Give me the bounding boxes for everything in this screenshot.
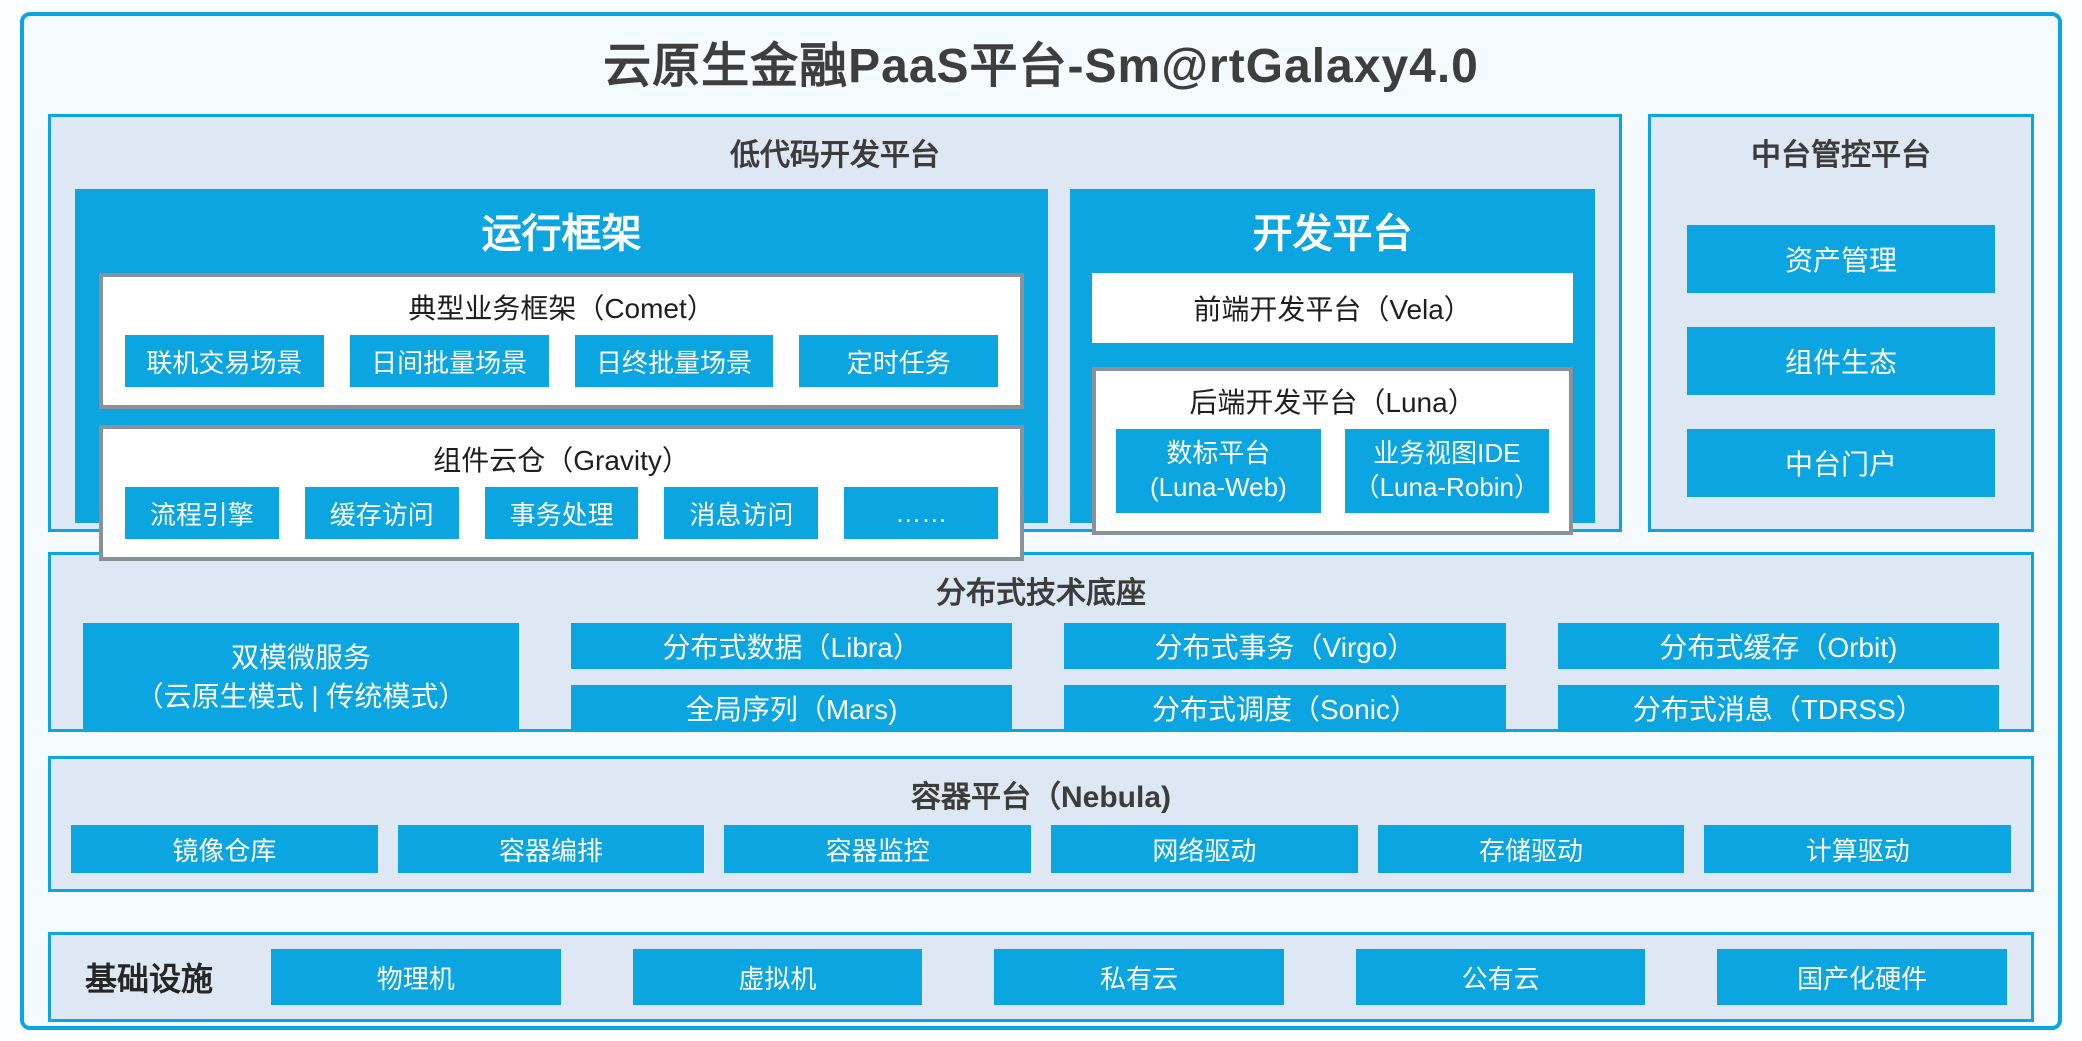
gravity-item: 流程引擎 bbox=[125, 487, 279, 539]
luna-item-code: (Luna-Web) bbox=[1149, 472, 1287, 502]
comet-item: 联机交易场景 bbox=[125, 335, 324, 387]
mid-platform-item: 中台门户 bbox=[1687, 429, 1995, 497]
distributed-item: 分布式事务（Virgo） bbox=[1064, 623, 1506, 669]
gravity-title: 组件云仓（Gravity） bbox=[433, 445, 690, 476]
container-item: 容器编排 bbox=[397, 825, 705, 873]
luna-item: 业务视图IDE （Luna-Robin） bbox=[1344, 429, 1549, 513]
comet-title: 典型业务框架（Comet） bbox=[408, 293, 715, 324]
infrastructure-item: 私有云 bbox=[994, 949, 1284, 1005]
infrastructure-label: 基础设施 bbox=[85, 961, 214, 997]
luna-row: 数标平台 (Luna-Web) 业务视图IDE （Luna-Robin） bbox=[1096, 429, 1569, 531]
container-platform-row: 镜像仓库 容器编排 容器监控 网络驱动 存储驱动 计算驱动 bbox=[51, 825, 2031, 873]
container-item: 计算驱动 bbox=[1704, 825, 2012, 873]
vela-box: 前端开发平台（Vela） bbox=[1092, 273, 1573, 343]
gravity-item: 消息访问 bbox=[664, 487, 819, 539]
panel-infrastructure: 基础设施 物理机 虚拟机 私有云 公有云 国产化硬件 bbox=[48, 932, 2034, 1022]
luna-title: 后端开发平台（Luna） bbox=[1189, 387, 1476, 418]
container-item: 镜像仓库 bbox=[71, 825, 378, 873]
container-item: 网络驱动 bbox=[1051, 825, 1358, 873]
panel-distributed: 分布式技术底座 双模微服务 （云原生模式 | 传统模式） 分布式数据（Libra… bbox=[48, 552, 2034, 732]
page-title: 云原生金融PaaS平台-Sm@rtGalaxy4.0 bbox=[603, 40, 1479, 93]
infrastructure-item: 虚拟机 bbox=[632, 949, 923, 1005]
infrastructure-item: 国产化硬件 bbox=[1717, 949, 2007, 1005]
runtime-frame-title: 运行框架 bbox=[481, 212, 642, 256]
gravity-box: 组件云仓（Gravity） 流程引擎 缓存访问 事务处理 消息访问 …… bbox=[99, 425, 1025, 561]
luna-item: 数标平台 (Luna-Web) bbox=[1116, 429, 1321, 513]
panel-title-container-platform: 容器平台（Nebula) bbox=[910, 781, 1171, 814]
dual-mode-microservice-box: 双模微服务 （云原生模式 | 传统模式） bbox=[83, 623, 519, 731]
panel-mid-platform: 中台管控平台 资产管理 组件生态 中台门户 bbox=[1648, 114, 2034, 532]
panel-container-platform: 容器平台（Nebula) 镜像仓库 容器编排 容器监控 网络驱动 存储驱动 计算… bbox=[48, 756, 2034, 892]
distributed-item: 分布式数据（Libra） bbox=[571, 623, 1013, 669]
luna-item-name: 业务视图IDE bbox=[1373, 438, 1521, 469]
luna-item-code: （Luna-Robin） bbox=[1353, 472, 1540, 502]
luna-box: 后端开发平台（Luna） 数标平台 (Luna-Web) 业务视图IDE （Lu… bbox=[1092, 367, 1573, 535]
mid-platform-item: 资产管理 bbox=[1687, 225, 1995, 293]
top-row: 低代码开发平台 运行框架 典型业务框架（Comet） 联机交易场景 日间批量场景… bbox=[48, 114, 2034, 561]
panel-title-lowcode: 低代码开发平台 bbox=[730, 139, 940, 172]
gravity-row: 流程引擎 缓存访问 事务处理 消息访问 …… bbox=[103, 487, 1020, 557]
lowcode-body: 运行框架 典型业务框架（Comet） 联机交易场景 日间批量场景 日终批量场景 … bbox=[51, 183, 1619, 561]
mid-platform-item: 组件生态 bbox=[1687, 327, 1995, 395]
dev-platform-box: 开发平台 前端开发平台（Vela） 后端开发平台（Luna） 数标平台 (Lun… bbox=[1070, 189, 1595, 535]
luna-item-name: 数标平台 bbox=[1166, 438, 1271, 469]
distributed-grid: 双模微服务 （云原生模式 | 传统模式） 分布式数据（Libra） 分布式事务（… bbox=[51, 621, 2031, 731]
comet-item: 日终批量场景 bbox=[574, 335, 774, 387]
dual-mode-line2: （云原生模式 | 传统模式） bbox=[135, 681, 467, 712]
comet-item: 定时任务 bbox=[799, 335, 999, 387]
dual-mode-line1: 双模微服务 bbox=[230, 641, 371, 673]
panel-title-mid-platform: 中台管控平台 bbox=[1751, 139, 1931, 172]
comet-item: 日间批量场景 bbox=[349, 335, 549, 387]
runtime-frame-box: 运行框架 典型业务框架（Comet） 联机交易场景 日间批量场景 日终批量场景 … bbox=[75, 189, 1049, 561]
distributed-item: 分布式缓存（Orbit) bbox=[1557, 623, 1999, 669]
comet-row: 联机交易场景 日间批量场景 日终批量场景 定时任务 bbox=[103, 335, 1020, 405]
diagram-frame: 云原生金融PaaS平台-Sm@rtGalaxy4.0 低代码开发平台 运行框架 … bbox=[20, 12, 2062, 1030]
gravity-item: …… bbox=[844, 487, 999, 539]
panel-title-distributed: 分布式技术底座 bbox=[936, 577, 1146, 610]
distributed-item: 全局序列（Mars) bbox=[571, 685, 1013, 731]
comet-box: 典型业务框架（Comet） 联机交易场景 日间批量场景 日终批量场景 定时任务 bbox=[99, 273, 1025, 409]
infrastructure-row: 物理机 虚拟机 私有云 公有云 国产化硬件 bbox=[271, 949, 2007, 1005]
dev-platform-title: 开发平台 bbox=[1252, 212, 1413, 256]
container-item: 存储驱动 bbox=[1377, 825, 1685, 873]
distributed-item: 分布式调度（Sonic） bbox=[1064, 685, 1506, 731]
mid-platform-body: 资产管理 组件生态 中台门户 bbox=[1651, 183, 2031, 497]
gravity-item: 事务处理 bbox=[484, 487, 639, 539]
panel-lowcode: 低代码开发平台 运行框架 典型业务框架（Comet） 联机交易场景 日间批量场景… bbox=[48, 114, 1622, 561]
gravity-item: 缓存访问 bbox=[304, 487, 459, 539]
distributed-item: 分布式消息（TDRSS） bbox=[1557, 685, 1999, 731]
container-item: 容器监控 bbox=[724, 825, 1032, 873]
infrastructure-item: 物理机 bbox=[271, 949, 561, 1005]
infrastructure-item: 公有云 bbox=[1355, 949, 1646, 1005]
